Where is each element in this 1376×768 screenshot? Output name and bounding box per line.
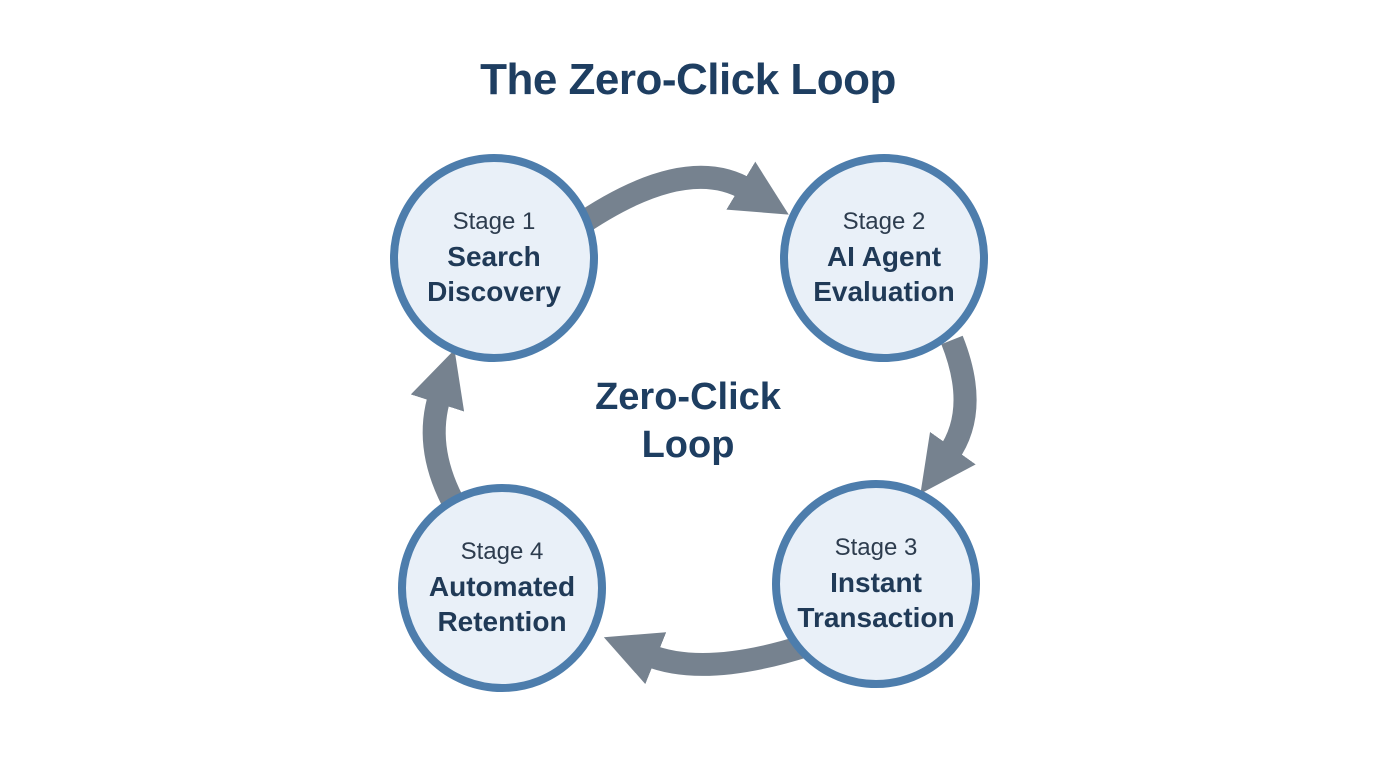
- stage-3-label: Stage 3: [834, 533, 918, 561]
- stage-3-name: Instant Transaction: [797, 566, 955, 633]
- stage-2-name: AI Agent Evaluation: [813, 240, 955, 307]
- center-loop-label-line2: Loop: [641, 423, 735, 466]
- stage-3-circle: Stage 3 Instant Transaction: [772, 480, 980, 688]
- arrow-stage3-to-stage4: [603, 632, 812, 685]
- stage-2-label: Stage 2: [842, 207, 926, 235]
- arrow-stage1-to-stage2: [568, 161, 789, 238]
- page-title: The Zero-Click Loop: [480, 55, 896, 104]
- arrow-stage2-to-stage3: [920, 335, 977, 494]
- center-loop-label: Zero-Click Loop: [538, 374, 838, 470]
- stage-1-label: Stage 1: [452, 207, 536, 235]
- stage-4-label: Stage 4: [460, 537, 544, 565]
- stage-1-name: Search Discovery: [427, 240, 561, 307]
- stage-4-name: Automated Retention: [428, 570, 576, 637]
- center-loop-label-line1: Zero-Click: [595, 376, 781, 418]
- stage-1-circle: Stage 1 Search Discovery: [390, 154, 598, 362]
- stage-4-circle: Stage 4 Automated Retention: [398, 484, 606, 692]
- stage-2-circle: Stage 2 AI Agent Evaluation: [780, 154, 988, 362]
- arrow-stage4-to-stage1: [410, 349, 465, 506]
